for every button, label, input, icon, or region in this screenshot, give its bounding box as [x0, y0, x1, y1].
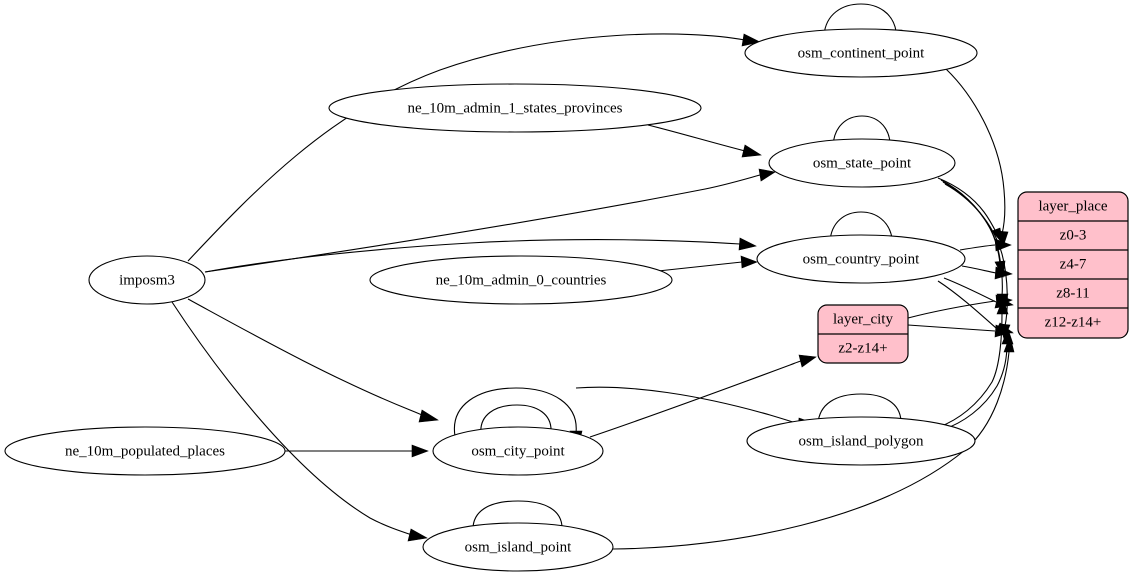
record-node-layer: layer_place z0-3 z4-7 z8-11 z12-z14+ lay… — [817, 191, 1129, 364]
node-ne-10m-admin-0-countries[interactable]: ne_10m_admin_0_countries — [369, 255, 673, 305]
node-osm-city-point[interactable]: osm_city_point — [432, 426, 604, 476]
node-osm-state-point[interactable]: osm_state_point — [768, 138, 956, 188]
node-label-osm-island-point: osm_island_point — [465, 539, 573, 555]
record-row-layer-city-z2-z14[interactable]: z2-z14+ — [838, 340, 887, 356]
node-imposm3[interactable]: imposm3 — [88, 255, 206, 305]
edge-imposm3-to-osm-country-point — [204, 237, 757, 273]
edge-osm-island-polygon-to-layer-place-z8-11 — [938, 298, 1009, 428]
edge-imposm3-to-osm-continent-point — [187, 33, 761, 262]
node-osm-country-point[interactable]: osm_country_point — [756, 234, 966, 284]
record-row-layer-city-header: layer_city — [833, 311, 893, 327]
node-layer: imposm3 ne_10m_admin_1_states_provinces … — [4, 28, 978, 572]
edge-imposm3-to-osm-island-point — [171, 301, 428, 542]
edge-osm-city-point-to-layer-city — [589, 354, 817, 438]
record-node-layer-city[interactable]: layer_city z2-z14+ — [817, 304, 909, 364]
node-label-osm-city-point: osm_city_point — [471, 443, 565, 459]
edge-imposm3-to-osm-city-point — [187, 298, 439, 423]
node-label-osm-continent-point: osm_continent_point — [798, 45, 925, 61]
node-label-osm-state-point: osm_state_point — [813, 155, 912, 171]
edge-osm-country-point-to-layer-place-z0-3 — [959, 238, 1012, 252]
edge-osm-island-polygon-to-layer-place-z12-z14 — [941, 328, 1014, 431]
node-osm-island-polygon[interactable]: osm_island_polygon — [746, 416, 976, 466]
edge-ne-populated-to-osm-city-point — [285, 444, 429, 458]
edge-layer-city-to-layer-place-z12-z14 — [907, 324, 1013, 338]
node-label-imposm3: imposm3 — [119, 272, 175, 288]
edge-osm-continent-point-to-layer-place-z0-3 — [945, 68, 1009, 248]
node-osm-continent-point[interactable]: osm_continent_point — [744, 28, 978, 78]
record-row-layer-place-z8-11[interactable]: z8-11 — [1056, 285, 1090, 301]
record-node-layer-place[interactable]: layer_place z0-3 z4-7 z8-11 z12-z14+ — [1017, 191, 1129, 339]
node-label-ne-countries: ne_10m_admin_0_countries — [436, 272, 607, 288]
node-ne-10m-populated-places[interactable]: ne_10m_populated_places — [4, 426, 286, 476]
record-row-layer-place-header: layer_place — [1038, 198, 1107, 214]
edge-osm-country-point-to-layer-place-z4-7 — [961, 265, 1013, 280]
record-row-layer-place-z4-7[interactable]: z4-7 — [1060, 256, 1087, 272]
record-row-layer-place-z0-3[interactable]: z0-3 — [1060, 227, 1087, 243]
node-label-osm-country-point: osm_country_point — [803, 251, 920, 267]
edge-osm-state-point-to-layer-place-z0-3 — [937, 177, 1004, 246]
edge-ne-states-to-osm-state-point — [647, 124, 762, 158]
node-label-ne-populated: ne_10m_populated_places — [65, 443, 225, 459]
node-label-osm-island-polygon: osm_island_polygon — [798, 433, 924, 449]
node-label-ne-states: ne_10m_admin_1_states_provinces — [408, 100, 623, 116]
record-row-layer-place-z12-z14[interactable]: z12-z14+ — [1045, 314, 1102, 330]
node-osm-island-point[interactable]: osm_island_point — [422, 522, 614, 572]
edge-osm-island-point-to-layer-place-z12-z14 — [612, 334, 1015, 550]
node-ne-10m-admin-1-states-provinces[interactable]: ne_10m_admin_1_states_provinces — [328, 83, 702, 133]
edge-ne-countries-to-osm-country-point — [657, 255, 758, 272]
edge-layer — [171, 3, 1015, 550]
